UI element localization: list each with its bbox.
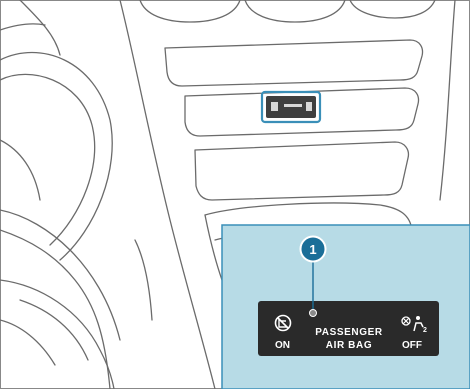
off-label: OFF — [402, 340, 422, 351]
svg-text:2: 2 — [423, 327, 427, 334]
on-label: ON — [275, 340, 290, 351]
dashboard-indicator-highlight — [262, 92, 320, 122]
inset-detail-view: ON PASSENGER AIR BAG 2 OFF 1 — [222, 225, 470, 389]
air-bag-label: AIR BAG — [326, 340, 372, 351]
callout-number: 1 — [309, 242, 316, 257]
callout-1: 1 — [301, 237, 326, 262]
callout-target-dot — [310, 310, 317, 317]
passenger-label: PASSENGER — [315, 327, 383, 338]
